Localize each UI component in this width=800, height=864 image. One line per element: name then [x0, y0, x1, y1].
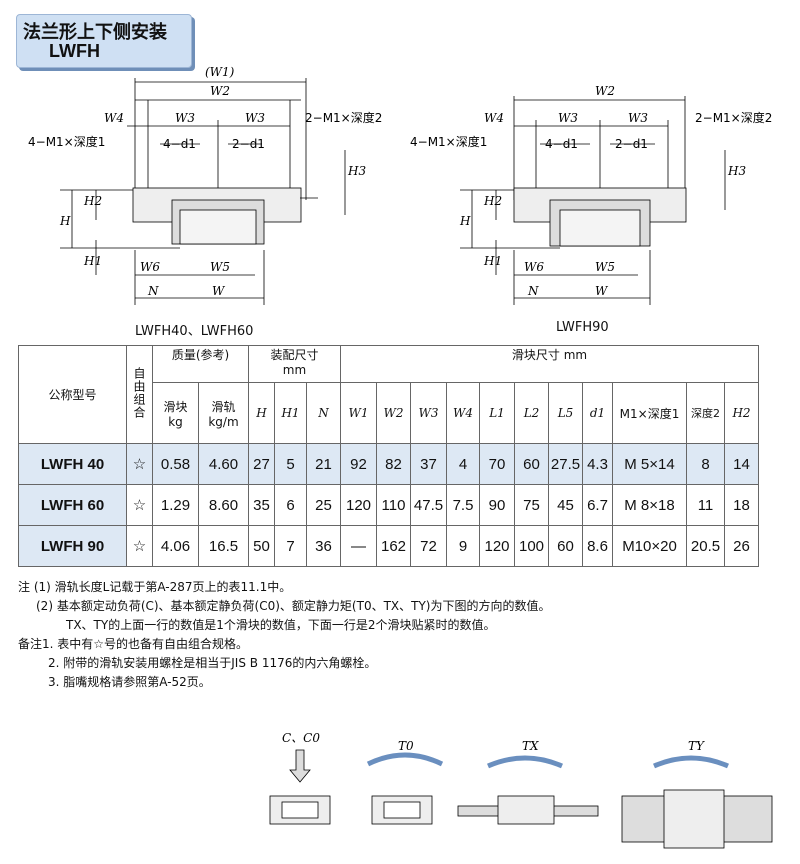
hdr-h2: H2: [724, 382, 759, 444]
dim-w4: W4: [104, 111, 124, 125]
dim-h: H: [459, 214, 471, 228]
hdr-m1: M1×深度1: [612, 382, 687, 444]
dim-w3a: W3: [558, 111, 578, 125]
hdr-w3: W3: [410, 382, 447, 444]
notes: 注 (1) 滑轨长度L记载于第A-287页上的表11.1中。 (2) 基本额定动…: [18, 578, 550, 692]
dim-w6: W6: [140, 260, 160, 274]
note-5: 2. 附带的滑轨安装用螺栓是相当于JIS B 1176的内六角螺栓。: [48, 656, 377, 670]
note-1: 注 (1) 滑轨长度L记载于第A-287页上的表11.1中。: [18, 580, 292, 594]
section-title: 法兰形上下侧安装 LWFH: [16, 14, 192, 68]
dim-m1-left: 4−M1×深度1: [410, 134, 487, 149]
dim-w: W: [212, 284, 226, 298]
dim-w5: W5: [595, 260, 615, 274]
dim-w1: (W1): [205, 65, 235, 79]
dim-h3: H3: [347, 164, 366, 178]
dim-m1-right: 2−M1×深度2: [305, 110, 382, 125]
dim-h1: H1: [83, 254, 102, 268]
label-ty: TY: [688, 739, 705, 753]
dim-h: H: [59, 214, 71, 228]
hdr-l5: L5: [548, 382, 583, 444]
label-t0: T0: [398, 739, 414, 753]
hdr-w2: W2: [376, 382, 411, 444]
dim-w5: W5: [210, 260, 230, 274]
hdr-n: N: [306, 382, 341, 444]
dim-w6: W6: [524, 260, 544, 274]
hdr-depth2: 深度2: [686, 382, 725, 444]
hdr-h: H: [248, 382, 275, 444]
hdr-model: 公称型号: [18, 345, 127, 444]
dim-m1-right: 2−M1×深度2: [695, 110, 772, 125]
hdr-l1: L1: [479, 382, 515, 444]
dim-w3b: W3: [628, 111, 648, 125]
hdr-w4: W4: [446, 382, 480, 444]
title-line1: 法兰形上下侧安装: [23, 22, 167, 43]
dim-w4: W4: [484, 111, 504, 125]
hdr-w1: W1: [340, 382, 377, 444]
dim-w: W: [595, 284, 609, 298]
caption-left: LWFH40、LWFH60: [135, 324, 254, 339]
note-6: 3. 脂嘴规格请参照第A-52页。: [48, 675, 211, 689]
dim-d1b: 2−d1: [615, 137, 648, 151]
dim-n: N: [147, 284, 159, 298]
dim-d1b: 2−d1: [232, 137, 265, 151]
dim-m1-left: 4−M1×深度1: [28, 134, 105, 149]
dim-d1a: 4−d1: [545, 137, 578, 151]
note-3: TX、TY的上面一行的数值是1个滑块的数值，下面一行是2个滑块贴紧时的数值。: [66, 618, 496, 632]
hdr-d1: d1: [582, 382, 613, 444]
hdr-mass: 质量(参考): [152, 345, 249, 383]
dim-h2: H2: [83, 194, 102, 208]
drawing-lwfh40-60: (W1) W2 W4 W3 W3 4−M1×深度1 4−d1 2−d1 2−M1…: [28, 65, 382, 305]
dim-w2: W2: [210, 84, 230, 98]
drawing-lwfh90: W2 W4 W3 W3 4−M1×深度1 4−d1 2−d1 2−M1×深度2 …: [410, 84, 772, 305]
title-line2: LWFH: [49, 41, 100, 61]
dim-h3: H3: [727, 164, 746, 178]
hdr-l2: L2: [514, 382, 549, 444]
note-4: 备注1. 表中有☆号的也备有自由组合规格。: [18, 637, 249, 651]
hdr-free: 自由组合: [126, 345, 153, 444]
dim-d1a: 4−d1: [163, 137, 196, 151]
label-tx: TX: [522, 739, 539, 753]
dim-w3a: W3: [175, 111, 195, 125]
caption-right: LWFH90: [556, 320, 609, 335]
dim-n: N: [527, 284, 539, 298]
load-diagrams: C、C0 T0 TX TY: [269, 731, 773, 849]
hdr-h1: H1: [274, 382, 307, 444]
hdr-block: 滑块尺寸 mm: [340, 345, 759, 383]
note-2: (2) 基本额定动负荷(C)、基本额定静负荷(C0)、额定静力矩(T0、TX、T…: [36, 599, 551, 613]
label-c-c0: C、C0: [282, 731, 320, 745]
dim-w3b: W3: [245, 111, 265, 125]
dim-w2: W2: [595, 84, 615, 98]
dim-h2: H2: [483, 194, 502, 208]
dim-h1: H1: [483, 254, 502, 268]
